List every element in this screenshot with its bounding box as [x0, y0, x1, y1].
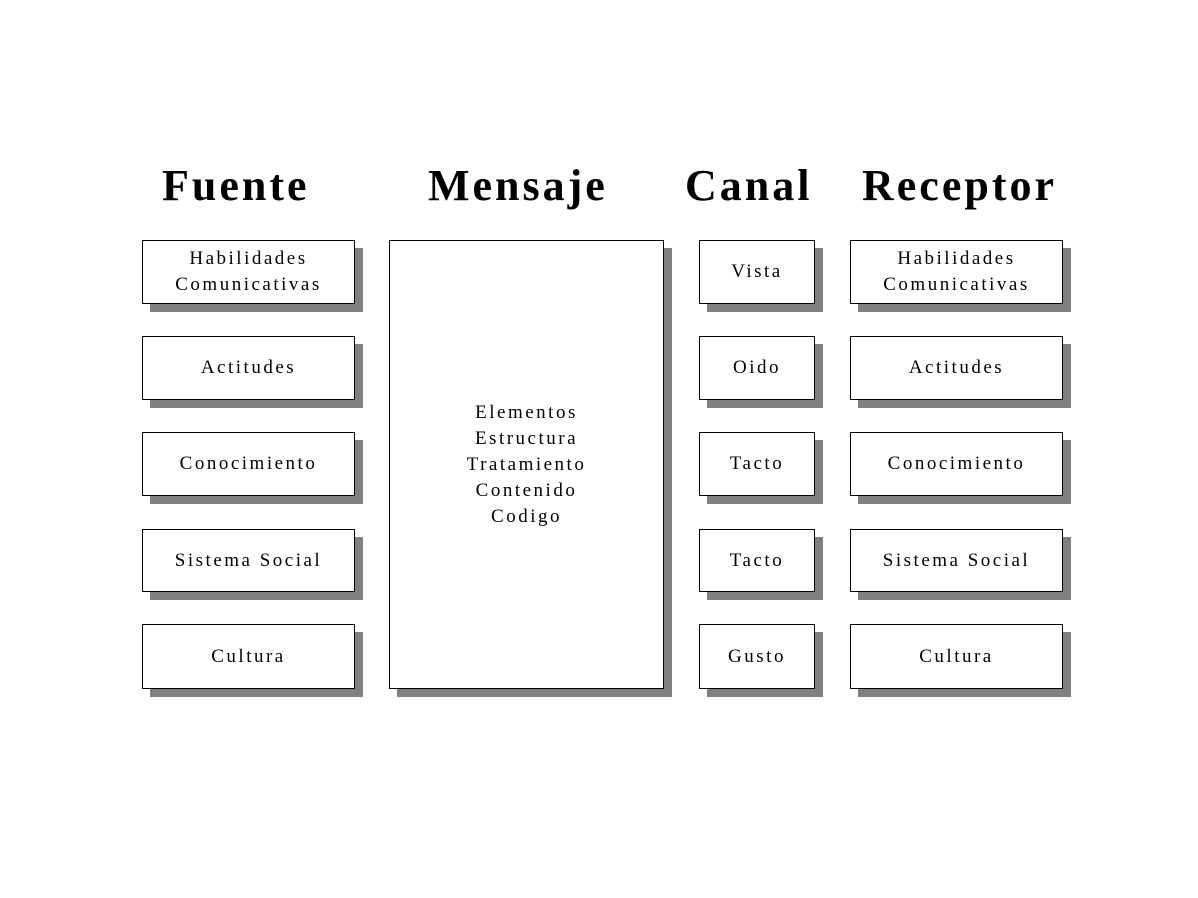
box-text-line: Cultura — [919, 645, 994, 667]
receptor-box-conocimiento: Conocimiento — [850, 432, 1063, 496]
box-text-line: Vista — [731, 261, 783, 282]
box-text-line: Codigo — [491, 505, 562, 527]
box-text-line: Oido — [733, 357, 781, 378]
box-text-line: Actitudes — [200, 357, 297, 378]
box-text-line: Contenido — [475, 479, 578, 501]
canal-box-vista: Vista — [699, 240, 815, 304]
box-text-line: Habilidades — [897, 248, 1016, 269]
heading-canal: Canal — [685, 161, 813, 210]
box-text-line: Estructura — [474, 427, 579, 449]
mensaje-box: Elementos Estructura Tratamiento Conteni… — [389, 240, 664, 689]
box-text-line: Gusto — [728, 645, 786, 667]
fuente-box-cultura: Cultura — [142, 624, 355, 689]
box-text-line: Tacto — [729, 453, 785, 474]
receptor-box-cultura: Cultura — [850, 624, 1063, 689]
heading-mensaje: Mensaje — [428, 161, 608, 210]
receptor-box-habilidades: Habilidades Comunicativas — [850, 240, 1063, 304]
receptor-box-actitudes: Actitudes — [850, 336, 1063, 400]
box-text-line: Conocimiento — [179, 453, 318, 474]
box-text-line: Habilidades — [189, 248, 308, 269]
fuente-box-conocimiento: Conocimiento — [142, 432, 355, 496]
canal-box-tacto: Tacto — [699, 432, 815, 496]
receptor-box-sistema-social: Sistema Social — [850, 529, 1063, 592]
box-text-line: Sistema Social — [882, 549, 1031, 571]
fuente-box-sistema-social: Sistema Social — [142, 529, 355, 592]
fuente-box-actitudes: Actitudes — [142, 336, 355, 400]
box-text-line: Tacto — [729, 549, 785, 571]
box-text-line: Elementos — [475, 401, 578, 423]
box-text-line: Cultura — [211, 645, 286, 667]
box-text-line: Tratamiento — [466, 453, 587, 475]
heading-fuente: Fuente — [162, 161, 310, 210]
heading-receptor: Receptor — [862, 161, 1058, 210]
box-text-line: Comunicativas — [883, 274, 1030, 295]
canal-box-oido: Oido — [699, 336, 815, 400]
canal-box-gusto: Gusto — [699, 624, 815, 689]
box-text-line: Sistema Social — [174, 549, 323, 571]
fuente-box-habilidades: Habilidades Comunicativas — [142, 240, 355, 304]
box-text-line: Actitudes — [908, 357, 1005, 378]
box-text-line: Conocimiento — [887, 453, 1026, 474]
box-text-line: Comunicativas — [175, 274, 322, 295]
canal-box-tacto-2: Tacto — [699, 529, 815, 592]
